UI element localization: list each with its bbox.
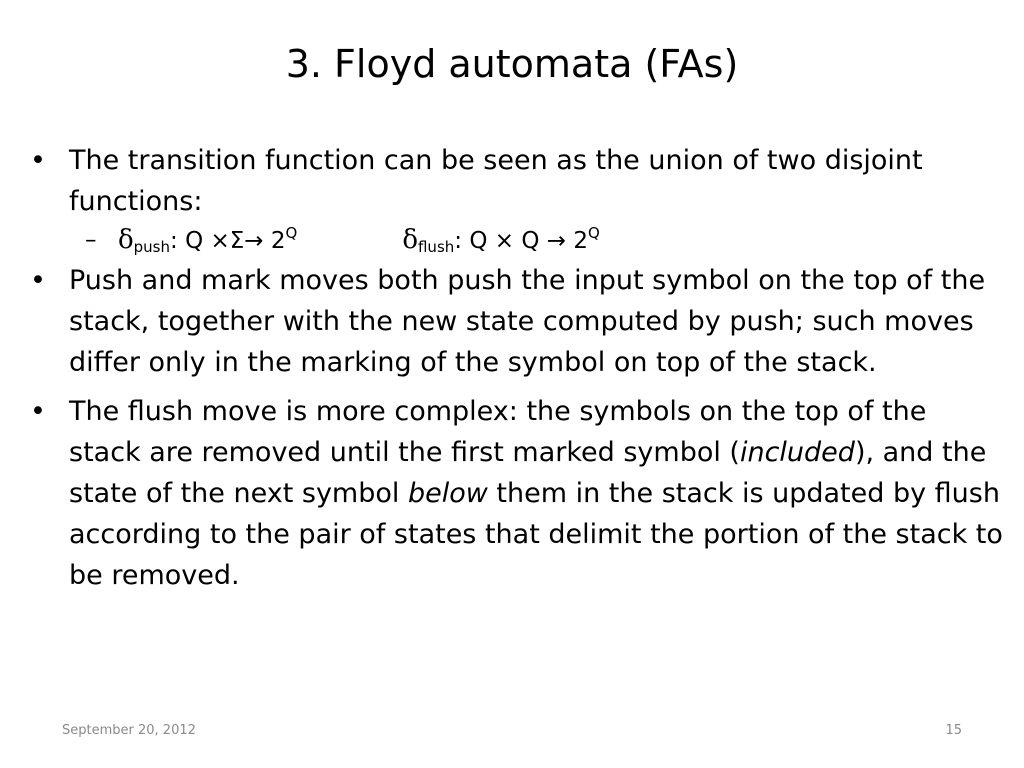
flush-superscript: Q — [587, 224, 600, 242]
bullet-text: The transition function can be seen as t… — [69, 145, 923, 217]
text-run: The flush move is more complex: the symb… — [69, 396, 927, 468]
bullet-text: The flush move is more complex: the symb… — [69, 396, 1003, 591]
delta-symbol: δ — [118, 225, 134, 255]
bullet-text: Push and mark moves both push the input … — [69, 265, 986, 378]
footer-page-number: 15 — [945, 723, 962, 738]
slide-title: 3. Floyd automata (FAs) — [285, 42, 739, 86]
text-run: ), and the state of the next symbol — [69, 437, 987, 509]
bullet-dot: • — [30, 265, 46, 296]
text-run: them in the stack is updated by flush ac… — [69, 478, 1003, 591]
sub-bullet-dash: – — [85, 227, 97, 253]
push-superscript: Q — [285, 224, 298, 242]
flush-signature: : Q × Q → 2 — [454, 228, 588, 254]
bullet-dot: • — [30, 396, 46, 427]
italic-below: below — [407, 478, 488, 509]
bullet-push-mark: • Push and mark moves both push the inpu… — [30, 260, 1005, 383]
slide-body: • The transition function can be seen as… — [30, 140, 1005, 596]
delta-symbol: δ — [402, 225, 418, 255]
footer-date: September 20, 2012 — [62, 723, 196, 738]
push-signature: : Q ×Σ→ 2 — [170, 228, 286, 254]
italic-included: included — [739, 437, 855, 468]
delta-push-formula: δpush: Q ×Σ→ 2Q — [118, 225, 297, 256]
bullet-flush-move: • The flush move is more complex: the sy… — [30, 391, 1005, 596]
bullet-transition-function: • The transition function can be seen as… — [30, 140, 1005, 222]
delta-flush-formula: δflush: Q × Q → 2Q — [402, 225, 599, 256]
push-subscript: push — [133, 238, 171, 256]
bullet-dot: • — [30, 145, 46, 176]
flush-subscript: flush — [417, 238, 455, 256]
